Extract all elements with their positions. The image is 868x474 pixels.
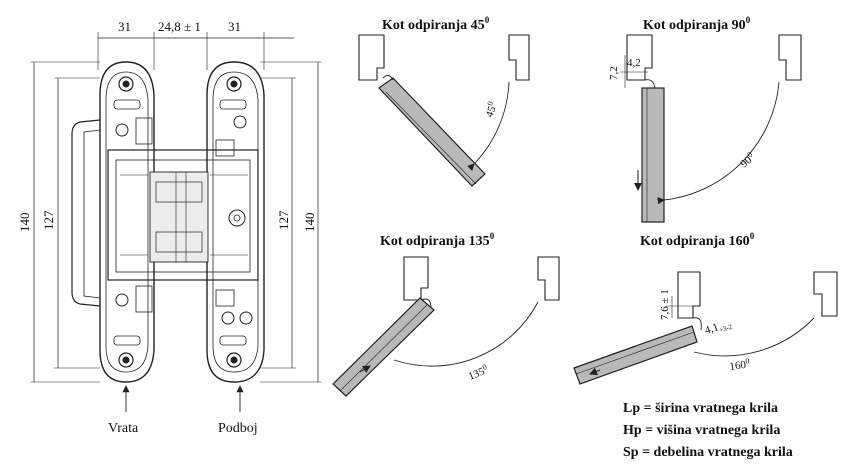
dim-90-a: 4,2 <box>627 57 641 69</box>
door-leaf-135 <box>332 297 435 397</box>
dim-top-left: 31 <box>118 19 131 34</box>
label-frame: Podboj <box>218 421 258 436</box>
panel-160 <box>573 271 838 385</box>
hinge-drawing <box>30 32 322 412</box>
door-leaf-160 <box>573 325 698 385</box>
angle-160: 1600 <box>728 356 750 373</box>
dim-90-b: 7,2 <box>608 66 620 80</box>
frame-right-135 <box>537 256 560 301</box>
angle-135: 1350 <box>466 362 490 383</box>
frame-left-45 <box>358 34 385 81</box>
angle-45: 450 <box>482 100 500 119</box>
legend: Lp = širina vratnega krila Hp = višina v… <box>623 398 793 464</box>
frame-left-160 <box>677 271 701 319</box>
frame-left-135 <box>403 256 429 301</box>
dim-left-inner: 127 <box>41 210 56 230</box>
door-leaf-90 <box>641 87 665 223</box>
door-leaf-45 <box>378 77 486 187</box>
frame-left-90 <box>626 34 653 81</box>
frame-right-160 <box>813 271 838 317</box>
panel-45 <box>358 34 530 187</box>
dim-top-mid: 24,8 ± 1 <box>158 19 201 34</box>
panel-135 <box>332 256 560 397</box>
label-door: Vrata <box>108 421 139 436</box>
panel-90 <box>620 34 802 223</box>
dim-top-right: 31 <box>228 19 241 34</box>
angle-90: 900 <box>737 150 757 170</box>
frame-right-45 <box>508 34 530 81</box>
legend-hp: Hp = višina vratnega krila <box>623 423 781 438</box>
dim-right-outer: 140 <box>302 213 317 233</box>
title-45: Kot odpiranja 450 <box>382 15 490 33</box>
dim-160-a: 7,6 ± 1 <box>659 289 671 320</box>
title-90: Kot odpiranja 900 <box>643 15 751 33</box>
dim-right-inner: 127 <box>276 210 291 230</box>
legend-lp: Lp = širina vratnega krila <box>623 401 778 416</box>
dim-160-b: 4,1+3-2 <box>703 317 734 339</box>
dim-left-outer: 140 <box>17 213 32 233</box>
title-160: Kot odpiranja 1600 <box>640 231 755 249</box>
frame-right-90 <box>778 34 802 81</box>
title-135: Kot odpiranja 1350 <box>380 231 495 249</box>
legend-sp: Sp = debelina vratnega krila <box>623 445 793 460</box>
